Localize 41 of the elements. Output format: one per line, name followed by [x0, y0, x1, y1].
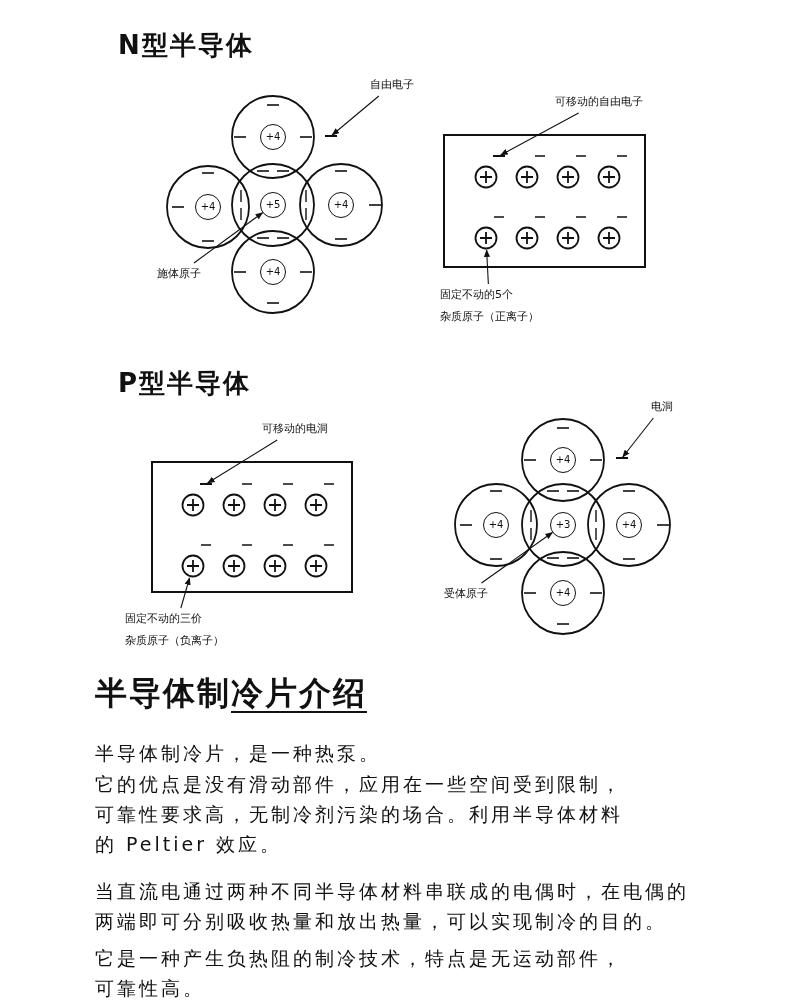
electron-mark	[493, 155, 505, 157]
callout-label: 可移动的自由电子	[555, 91, 643, 113]
leader-line	[483, 249, 491, 285]
positive-ion-icon	[474, 226, 498, 250]
paragraph: 当直流电通过两种不同半导体材料串联成的电偶时，在电偶的两端即可分别吸收热量和放出热量，可以实现制冷的目的。	[95, 879, 690, 934]
nucleus-circle: +4	[483, 512, 509, 538]
electron-mark	[325, 135, 337, 137]
leader-line	[500, 112, 580, 156]
leader-line	[622, 417, 654, 458]
callout-label: 可移动的电洞	[262, 418, 328, 440]
nucleus-circle: +4	[195, 194, 221, 220]
nucleus-circle: +4	[328, 192, 354, 218]
nucleus-circle: +4	[616, 512, 642, 538]
callout-label: 杂质原子（正离子）	[440, 309, 539, 325]
section-heading: N型半导体	[118, 30, 254, 60]
page-heading: 半导体制冷片介绍	[95, 678, 367, 708]
nucleus-circle: +3	[550, 512, 576, 538]
nucleus-circle: +5	[260, 192, 286, 218]
callout-label: 电洞	[651, 396, 673, 418]
leader-line	[480, 532, 554, 584]
nucleus-circle: +4	[550, 447, 576, 473]
callout-label: 施体原子	[157, 263, 201, 285]
section-heading: P型半导体	[118, 368, 252, 398]
leader-line	[206, 439, 278, 484]
callout-label: 受体原子	[444, 583, 488, 605]
paragraph: 它是一种产生负热阻的制冷技术，特点是无运动部件，可靠性高。	[95, 946, 624, 1001]
nucleus-circle: +4	[260, 259, 286, 285]
nucleus-circle: +4	[260, 124, 286, 150]
paragraph: 它的优点是没有滑动部件，应用在一些空间受到限制，可靠性要求高，无制冷剂污染的场合。利用半导体材料的 Peltier 效应。	[95, 772, 624, 857]
positive-ion-icon	[181, 554, 205, 578]
callout-label: 自由电子	[370, 74, 414, 96]
electron-mark	[200, 483, 212, 485]
callout-label: 固定不动的5个	[440, 287, 514, 303]
callout-label: 固定不动的三价	[125, 611, 203, 627]
leader-line	[193, 212, 264, 264]
paragraph: 半导体制冷片，是一种热泵。	[95, 741, 382, 766]
leader-line	[180, 577, 191, 609]
leader-line	[331, 95, 380, 136]
nucleus-circle: +4	[550, 580, 576, 606]
callout-label: 杂质原子（负离子）	[125, 633, 224, 649]
electron-mark	[616, 457, 628, 459]
